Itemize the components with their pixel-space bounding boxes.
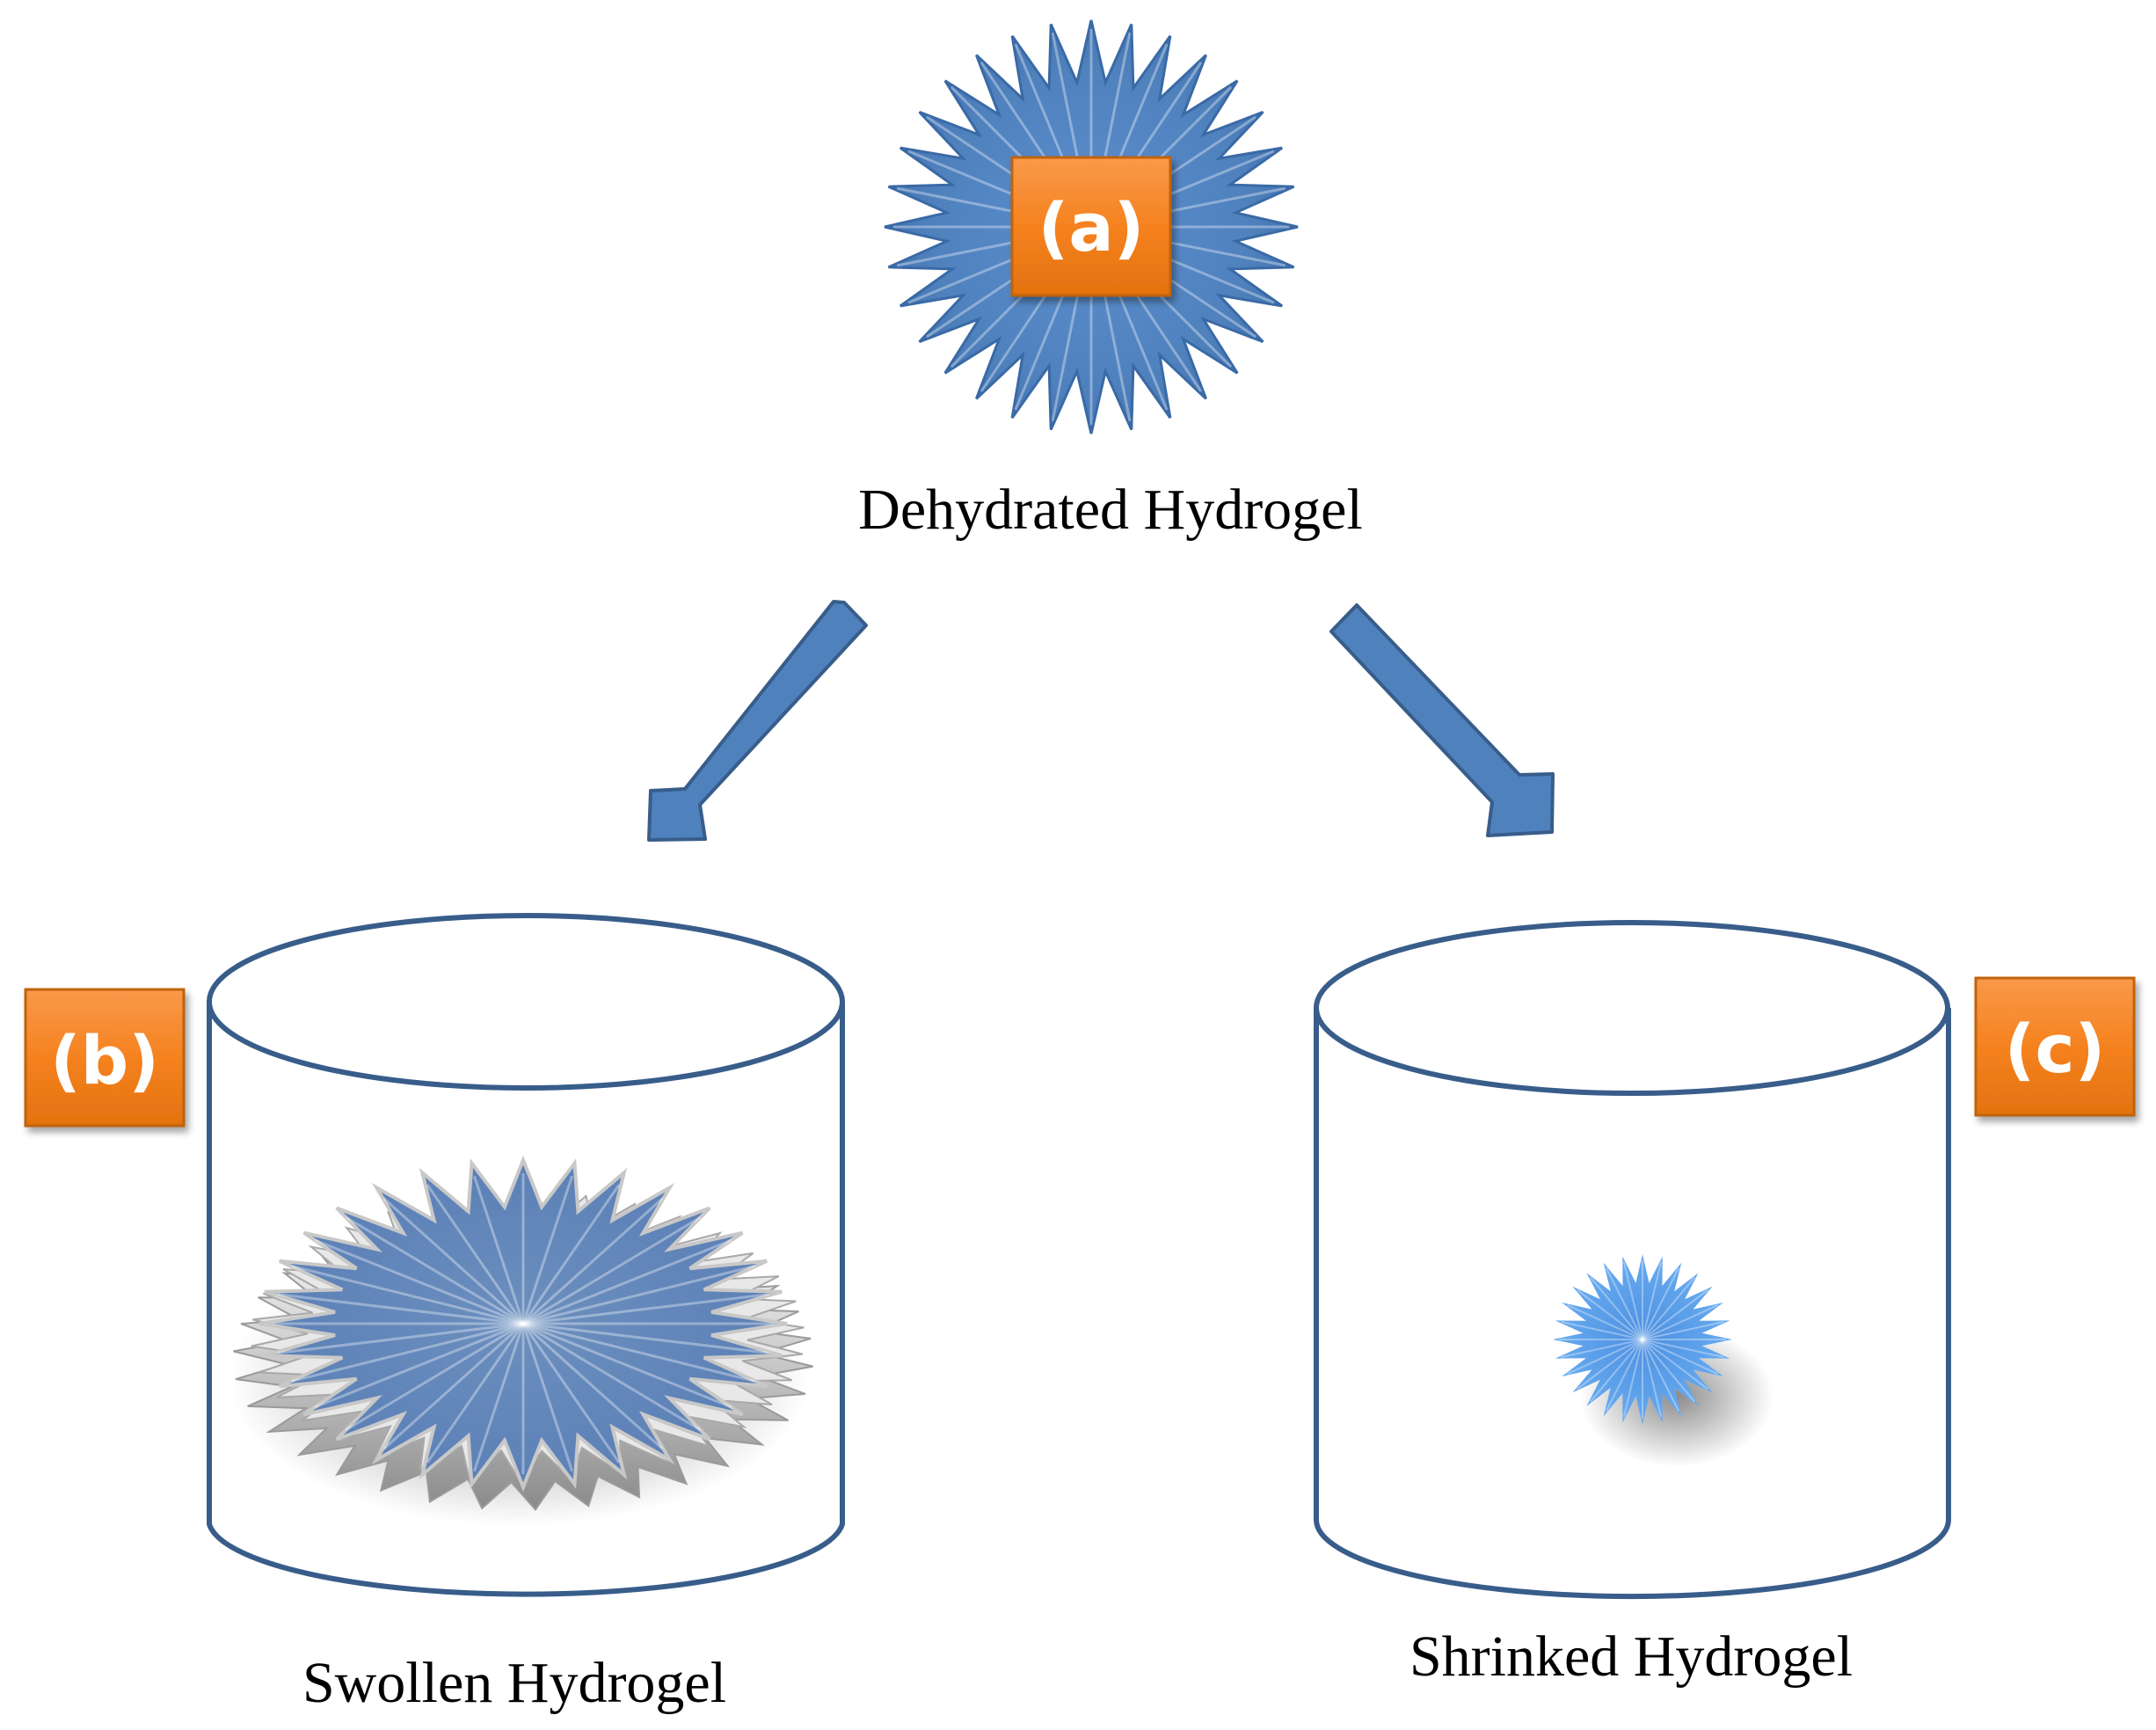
swollen-star-ray (314, 1238, 524, 1325)
badge-b-label: (b) (50, 1021, 159, 1099)
shrinked-star-ray (1642, 1339, 1680, 1412)
swollen-star-ray (522, 1265, 755, 1325)
shrinked-star-ray (1577, 1288, 1643, 1340)
shrinked-star-ray (1605, 1267, 1643, 1340)
shrinked-star-ray (1642, 1267, 1680, 1340)
shrinked-star-ray (1642, 1320, 1724, 1340)
shrinked-star-body (1553, 1254, 1732, 1425)
swollen-star-ray (345, 1322, 524, 1432)
caption-shrinked-hydrogel: Shrinked Hydrogel (1409, 1624, 1853, 1689)
shrinked-star-ray (1590, 1276, 1643, 1340)
shrinked-container (1314, 920, 1951, 1600)
shrinked-star-ray (1622, 1261, 1643, 1340)
swollen-star-ray (277, 1322, 524, 1354)
shrinked-star-ray (1566, 1339, 1643, 1376)
shrinked-star-ray (1642, 1288, 1708, 1340)
swollen-star-ray (522, 1238, 732, 1325)
swollen-star-ray (521, 1197, 664, 1325)
shrinked-star-ray (1642, 1339, 1695, 1403)
badge-b (24, 988, 186, 1128)
swollen-star-ray (521, 1323, 574, 1472)
caption-dehydrated-hydrogel: Dehydrated Hydrogel (858, 478, 1363, 542)
caption-swollen-hydrogel: Swollen Hydrogel (302, 1651, 726, 1715)
shrinked-star-ray (1605, 1339, 1643, 1412)
swollen-star-ray (521, 1184, 621, 1325)
shrinked-starburst-icon (1553, 1254, 1732, 1425)
shrinked-star-ray (1577, 1339, 1643, 1391)
badge-a (1010, 156, 1172, 297)
badge-c-label: (c) (2005, 1010, 2106, 1088)
shrinked-star-ray (1622, 1339, 1643, 1418)
swollen-star-ray (345, 1215, 524, 1325)
shrinked-star-ray (1642, 1261, 1663, 1340)
swollen-star-ray (522, 1322, 755, 1383)
swollen-star-body (259, 1155, 788, 1493)
swollen-star-ray (522, 1293, 769, 1325)
swollen-star-ray (521, 1175, 574, 1325)
swollen-star-ray (291, 1322, 524, 1383)
swollen-star-ray (291, 1265, 524, 1325)
swollen-container (207, 913, 845, 1597)
swollen-star-ray (521, 1323, 621, 1464)
swollen-star-ray (314, 1322, 524, 1409)
arrow-to-shrinked (1329, 603, 1555, 837)
shrinked-star-ray (1642, 1276, 1695, 1340)
swollen-star-ray (522, 1215, 702, 1325)
arrow-to-swollen (647, 600, 868, 842)
swollen-star-ray (472, 1175, 525, 1325)
swollen-star-ray (522, 1322, 732, 1409)
shrinked-star-ray (1642, 1339, 1719, 1376)
swollen-star-ray (382, 1322, 525, 1450)
swollen-star-ray (426, 1184, 525, 1325)
badge-c (1974, 976, 2136, 1117)
shrinked-star-ray (1642, 1339, 1724, 1359)
swollen-star-ray (522, 1322, 702, 1432)
shrinked-star-ray (1590, 1339, 1643, 1403)
swollen-star-ray (522, 1322, 769, 1354)
shrinked-star-ray (1642, 1339, 1708, 1391)
shrinked-star-ray (1566, 1303, 1643, 1340)
shrinked-star-ray (1561, 1320, 1643, 1340)
badge-a-label: (a) (1038, 188, 1145, 266)
swollen-star-ray (277, 1293, 524, 1325)
swollen-star-ray (426, 1323, 525, 1464)
shrinked-star-ray (1642, 1339, 1663, 1418)
shrinked-star-ray (1642, 1303, 1719, 1340)
shrinked-star-ray (1561, 1339, 1643, 1359)
swollen-star-ray (472, 1323, 525, 1472)
swollen-starburst-icon (229, 1155, 813, 1526)
swollen-star-ray (382, 1197, 525, 1325)
swollen-star-ray (521, 1322, 664, 1450)
